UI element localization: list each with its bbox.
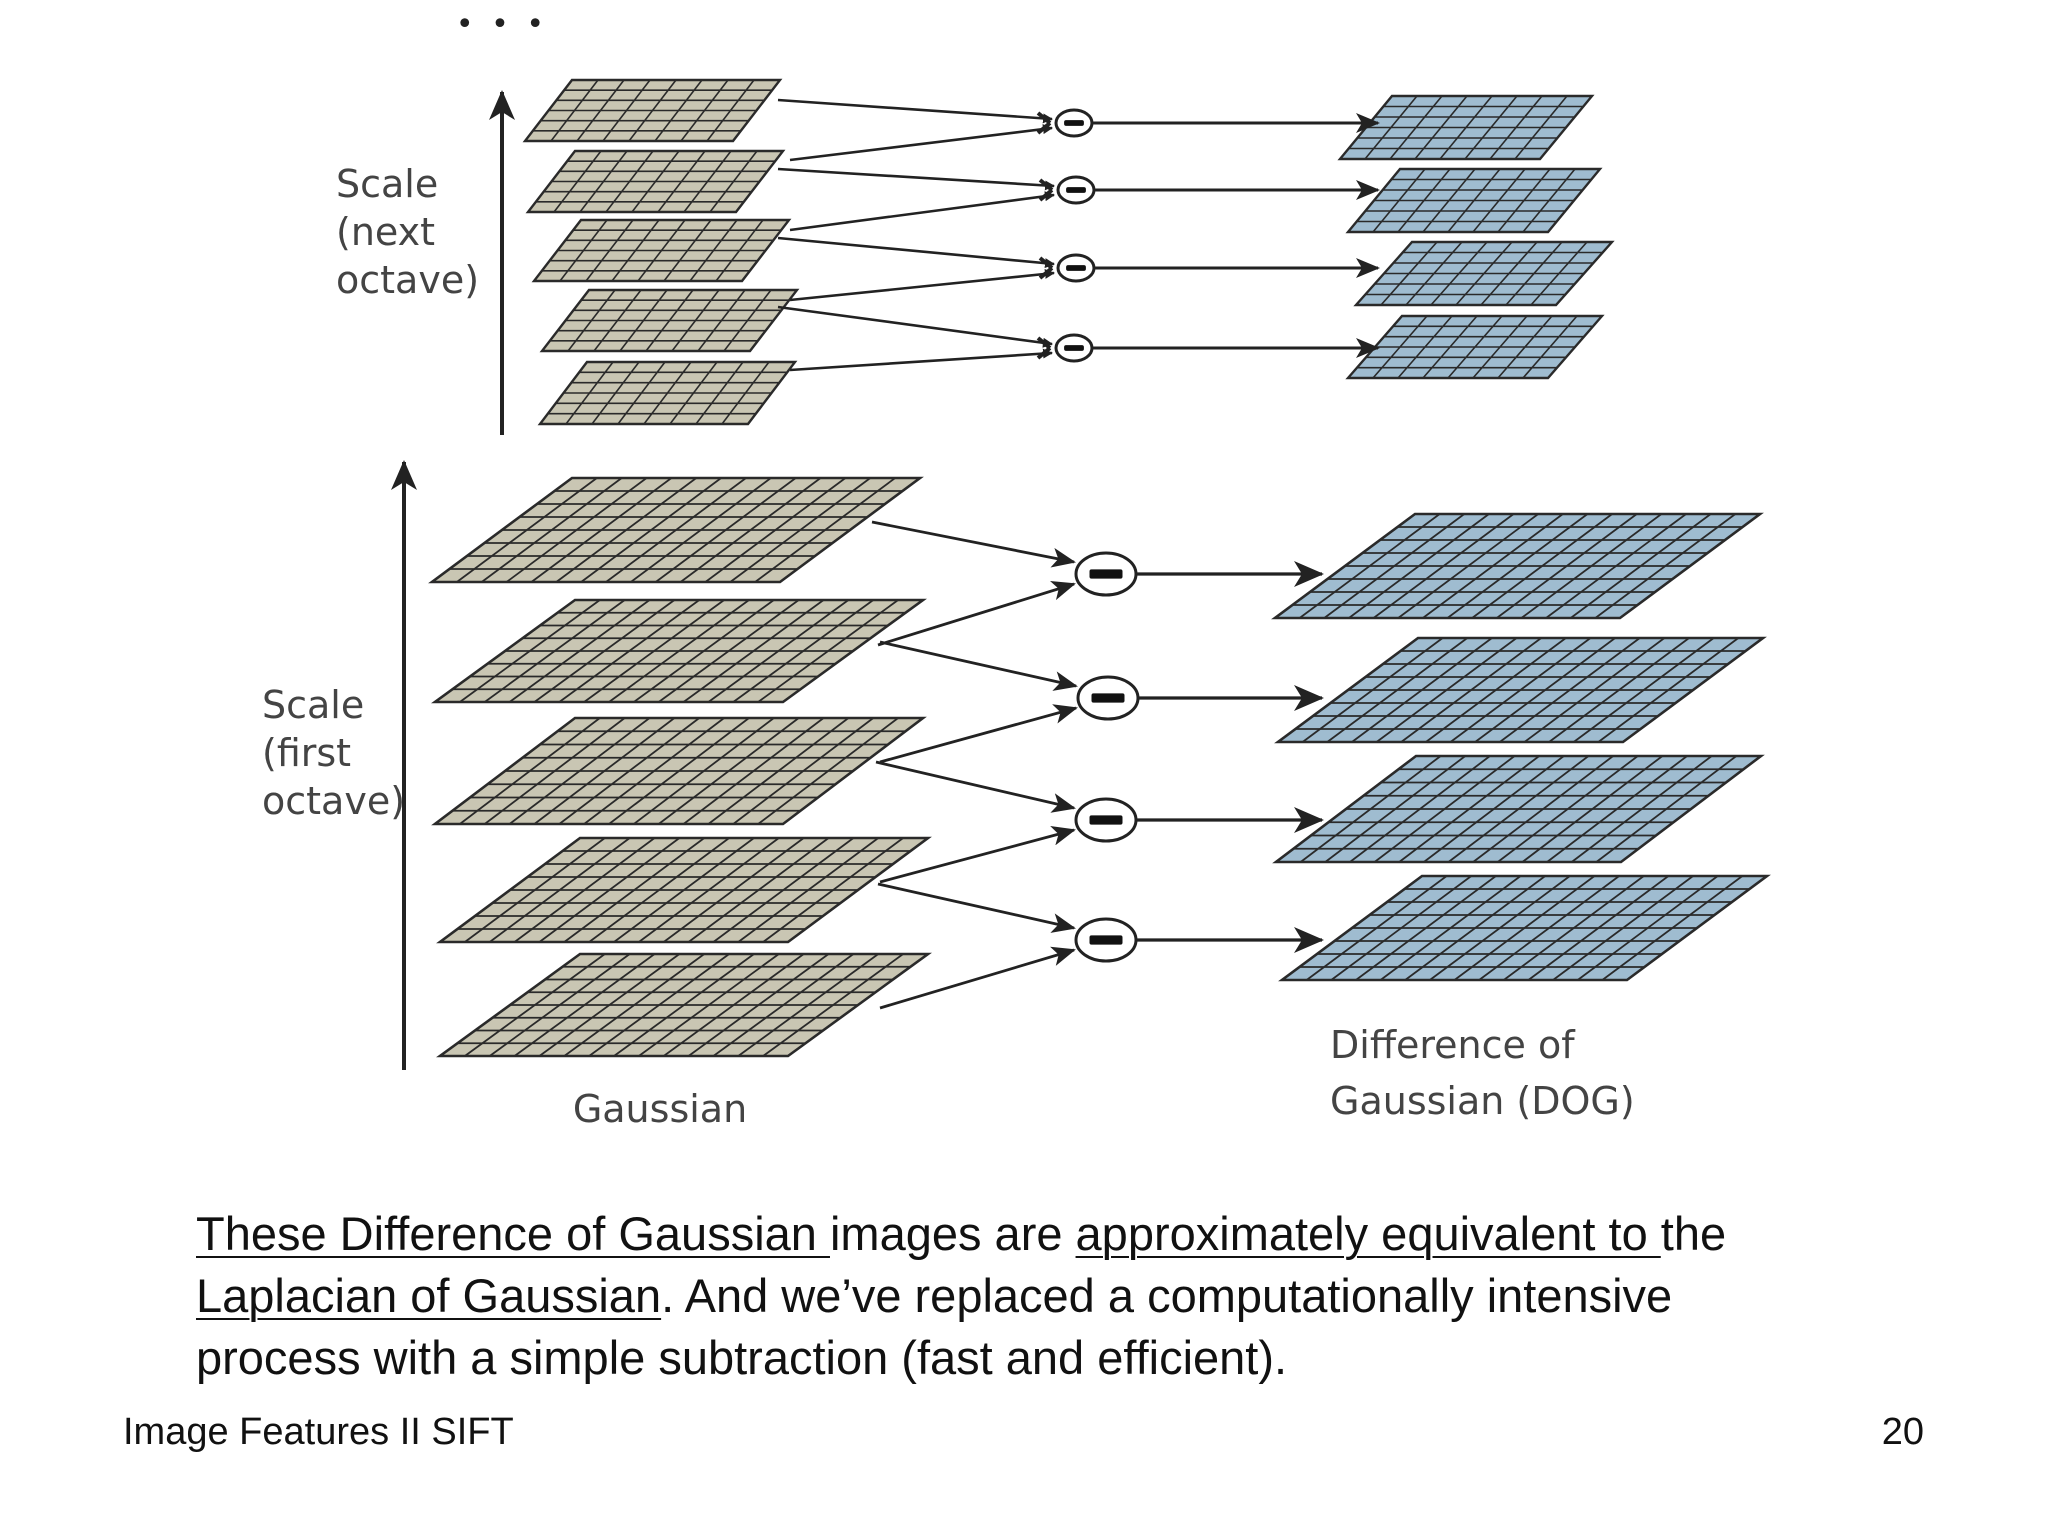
footer-title: Image Features II SIFT <box>123 1411 514 1453</box>
next-octave-scale-label: Scale (next octave) <box>336 162 479 302</box>
caption: These Difference of Gaussian images are … <box>196 1203 1896 1389</box>
page-number: 20 <box>1881 1411 1924 1453</box>
caption-line-3: process with a simple subtraction (fast … <box>196 1331 1288 1384</box>
caption-text: images are <box>829 1207 1076 1260</box>
caption-text: the <box>1660 1207 1727 1260</box>
ellipsis: • • • <box>456 7 548 42</box>
pyramid-layers <box>428 78 1771 1058</box>
gaussian-label: Gaussian <box>573 1087 747 1131</box>
caption-link-log: Laplacian of Gaussian <box>196 1269 662 1322</box>
caption-text: . And we’ve replaced a computationally i… <box>661 1269 1673 1322</box>
first-octave-scale-label: Scale (first octave) <box>262 683 405 823</box>
caption-link-approx: approximately equivalent to <box>1075 1207 1661 1260</box>
dog-label: Difference of Gaussian (DOG) <box>1330 1023 1635 1123</box>
caption-link-dog: These Difference of Gaussian <box>196 1207 830 1260</box>
